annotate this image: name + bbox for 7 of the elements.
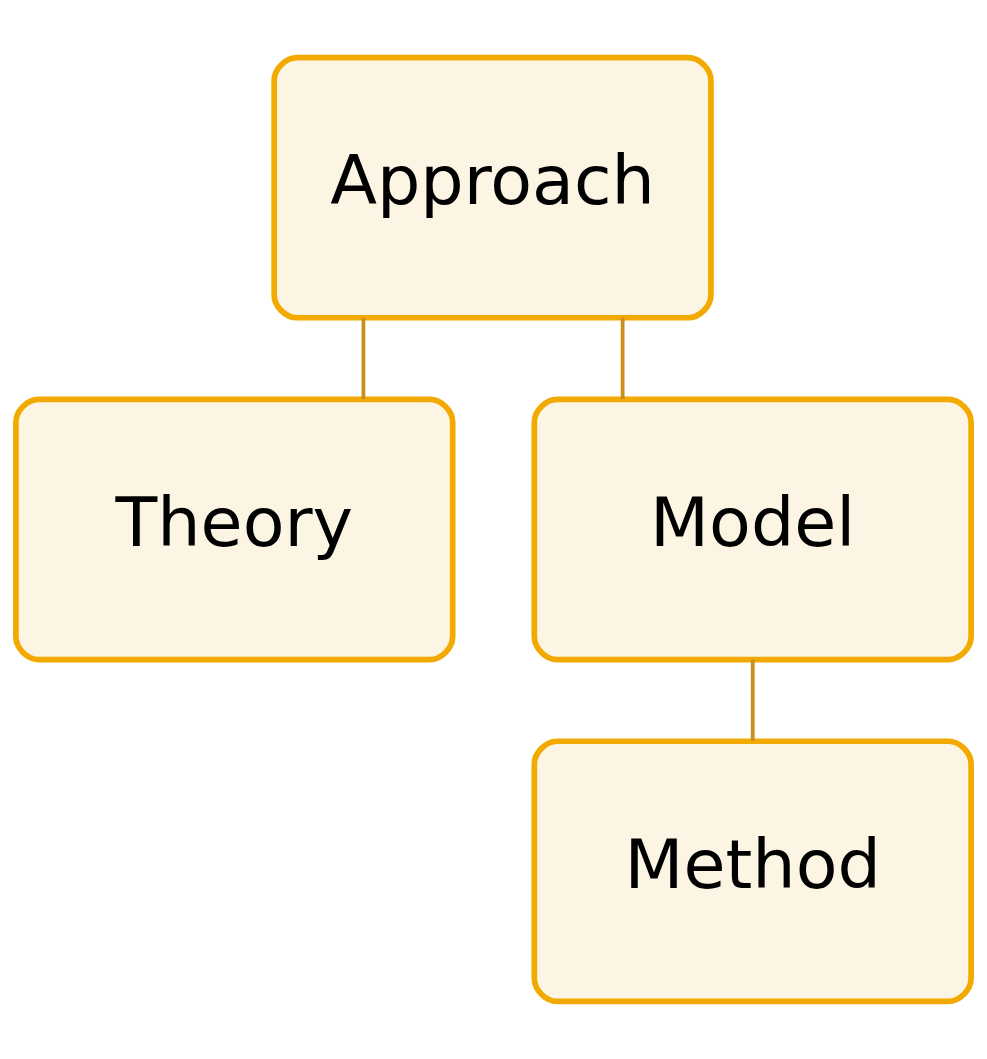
node-box: Method	[531, 738, 974, 1005]
node-box: Approach	[271, 54, 714, 321]
connector	[361, 317, 366, 400]
connector	[750, 659, 755, 741]
node-box: Model	[531, 396, 974, 663]
connector	[620, 317, 625, 400]
node-box: Theory	[13, 396, 456, 663]
